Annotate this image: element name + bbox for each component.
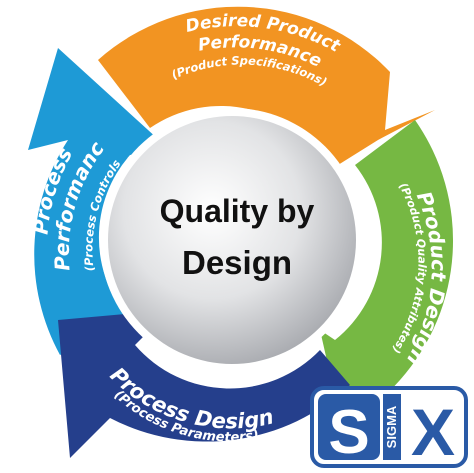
- center-title-line1: Quality by: [160, 193, 315, 229]
- logo-word-sigma: SIGMA: [384, 405, 399, 448]
- logo-s-block: [318, 394, 380, 460]
- segment-process-performance: [28, 48, 170, 355]
- center-title-line2: Design: [182, 244, 292, 281]
- center-circle: [108, 116, 356, 364]
- logo-word-block: [383, 394, 401, 460]
- logo-letter-s: S: [328, 398, 369, 467]
- sigmax-logo: S SIGMA X: [310, 386, 468, 469]
- segment-desired-performance: [98, 6, 435, 171]
- logo-letter-x: X: [411, 395, 455, 469]
- segment-product-design: [320, 120, 454, 440]
- segment-process-design: [58, 310, 350, 458]
